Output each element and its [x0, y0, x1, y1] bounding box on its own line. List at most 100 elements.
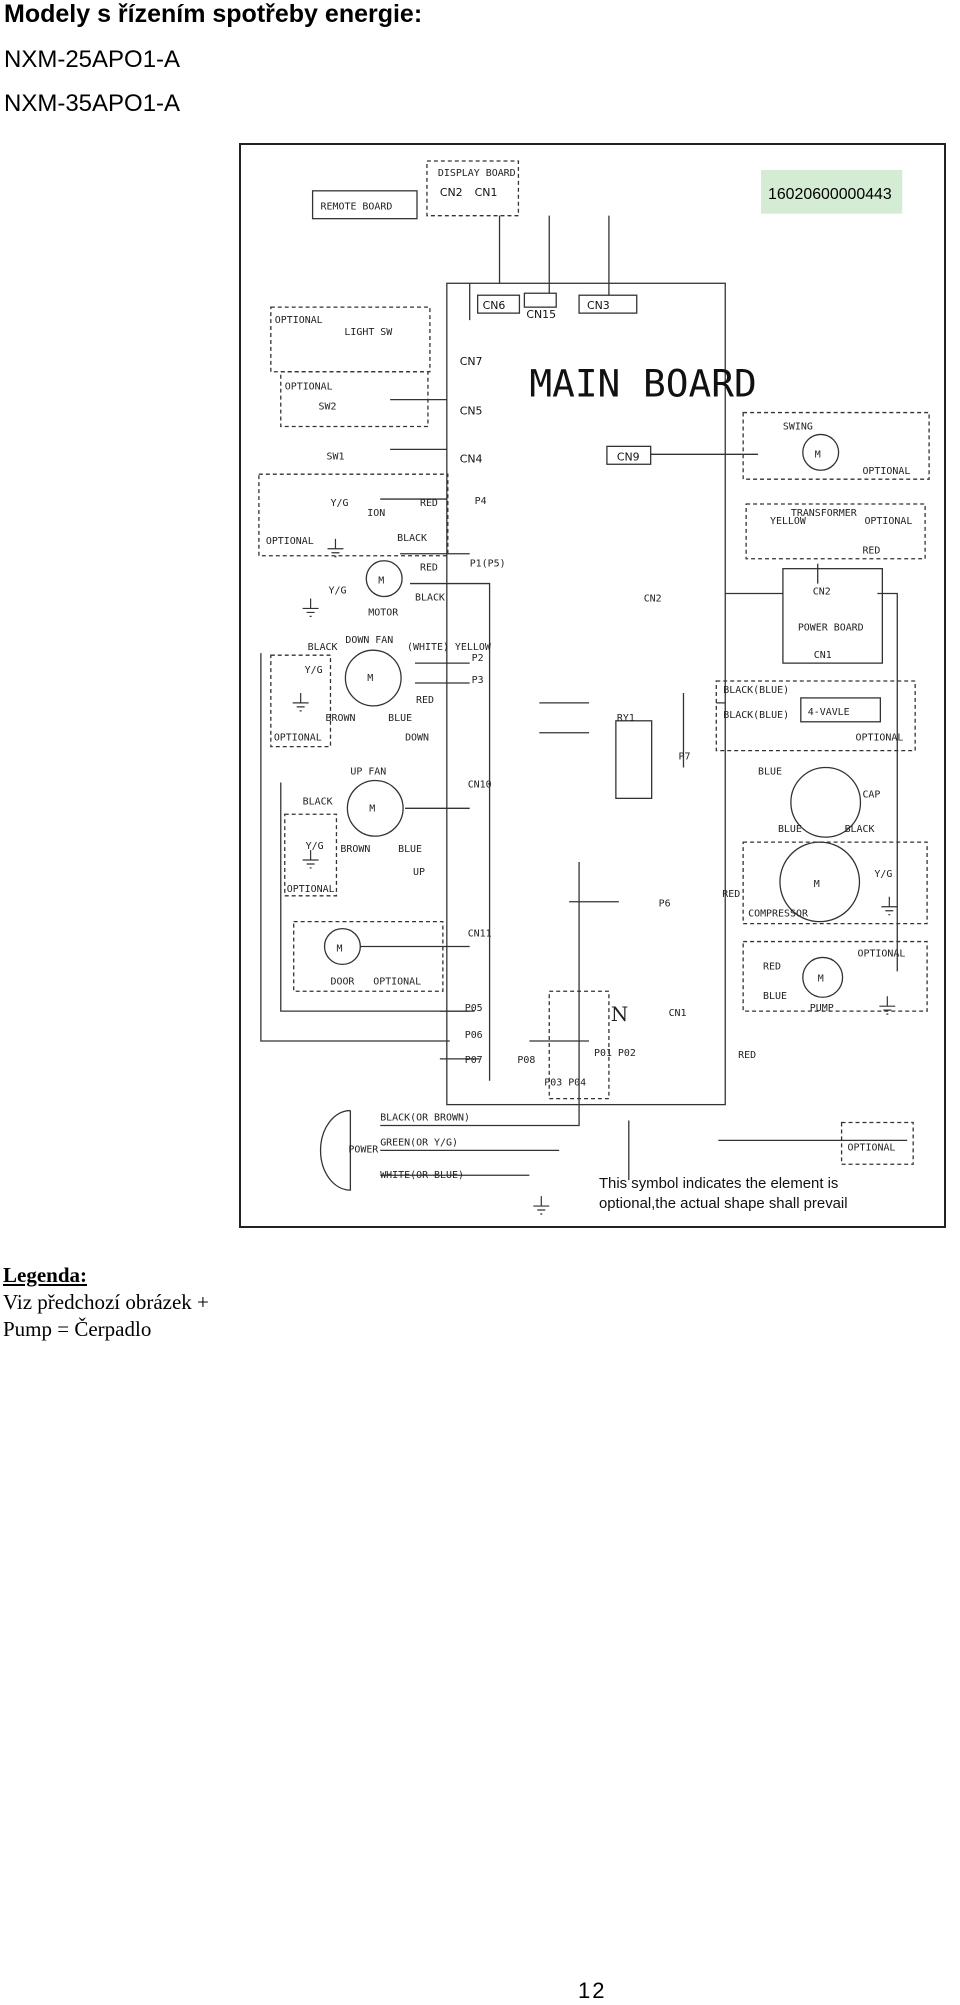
page-title: Modely s řízením spotřeby energie:	[4, 0, 423, 28]
cn2-main-label: CN2	[644, 593, 662, 604]
optional-swing: OPTIONAL	[862, 466, 910, 477]
yellow-label: YELLOW	[770, 516, 806, 527]
cn9-label: CN9	[617, 450, 640, 463]
compressor-label: COMPRESSOR	[748, 909, 808, 920]
downfan-motor-symbol: M	[367, 673, 373, 684]
remote-board-outline	[311, 190, 418, 220]
black-or-brown-label: BLACK(OR BROWN)	[380, 1113, 470, 1124]
upfan-blue-label: BLUE	[398, 844, 422, 855]
pump-red-label: RED	[763, 961, 781, 972]
neutral-label: N	[611, 1003, 628, 1026]
p05-label: P05	[465, 1003, 483, 1014]
p08-label: P08	[517, 1055, 535, 1066]
note-line-1: This symbol indicates the element is	[599, 1176, 838, 1192]
cn15-label: CN15	[526, 308, 556, 321]
cap-label: CAP	[862, 789, 880, 800]
optional-door: OPTIONAL	[373, 976, 421, 987]
power-cn2-label: CN2	[813, 587, 831, 598]
motor-label: MOTOR	[368, 607, 398, 618]
ground-icons	[292, 538, 898, 1215]
optional-downfan: OPTIONAL	[274, 733, 322, 744]
cap-blue-label: BLUE	[758, 766, 782, 777]
cn2-label: CN2	[440, 186, 463, 199]
model-name-2: NXM-35APO1-A	[4, 90, 181, 117]
p07-label: P07	[465, 1055, 483, 1066]
cn6-label: CN6	[483, 299, 506, 312]
cn1-label: CN1	[475, 186, 498, 199]
compressor-yg-label: Y/G	[874, 869, 892, 880]
ion-red-label: RED	[420, 498, 438, 509]
legend-line-2: Pump = Čerpadlo	[3, 1317, 152, 1341]
display-board-label: DISPLAY BOARD	[438, 168, 516, 179]
downfan-red-label: RED	[416, 695, 434, 706]
cn7-label: CN7	[460, 355, 483, 368]
model-name-1: NXM-25APO1-A	[4, 46, 181, 73]
p4-label: P4	[475, 496, 487, 507]
main-board-label: MAIN BOARD	[529, 362, 756, 406]
downfan-blue-label: BLUE	[388, 713, 412, 724]
p06-label: P06	[465, 1030, 483, 1041]
main-board-outline	[446, 282, 726, 1106]
part-number: 16020600000443	[768, 186, 892, 203]
upfan-brown-label: BROWN	[340, 844, 370, 855]
down-label: DOWN	[405, 733, 429, 744]
up-label: UP	[413, 867, 425, 878]
compressor-red-label: RED	[722, 889, 740, 900]
cn1-red-label: RED	[738, 1050, 756, 1061]
light-sw-label: LIGHT SW	[344, 327, 392, 338]
p2-label: P2	[472, 653, 484, 664]
optional-transformer: OPTIONAL	[864, 516, 912, 527]
remote-board-label: REMOTE BOARD	[321, 202, 393, 213]
optional-sw2: OPTIONAL	[285, 382, 333, 393]
p01-p02-label: P01 P02	[594, 1048, 636, 1059]
swing-motor-symbol: M	[815, 449, 821, 460]
cn3-label: CN3	[587, 299, 610, 312]
ion-yg-label: Y/G	[330, 498, 348, 509]
motor-red-label: RED	[420, 563, 438, 574]
door-motor-symbol: M	[336, 943, 342, 954]
green-or-yg-label: GREEN(OR Y/G)	[380, 1137, 458, 1148]
pump-label: PUMP	[810, 1003, 834, 1014]
power-cn1-label: CN1	[814, 650, 832, 661]
note-line-2: optional,the actual shape shall prevail	[599, 1196, 848, 1212]
transformer-label: TRANSFORMER	[791, 508, 857, 519]
ion-black-label: BLACK	[397, 533, 427, 544]
cn10-label: CN10	[468, 779, 492, 790]
four-way-valve-label: 4-VAVLE	[808, 707, 850, 718]
ry1-label: RY1	[617, 713, 635, 724]
cn4-label: CN4	[460, 452, 483, 465]
downfan-black-label: BLACK	[308, 642, 338, 653]
sw2-label: SW2	[319, 402, 337, 413]
optional-valve: OPTIONAL	[856, 733, 904, 744]
power-label: POWER	[348, 1144, 378, 1155]
upfan-motor-symbol: M	[369, 803, 375, 814]
upfan-yg-label: Y/G	[306, 841, 324, 852]
p1-label: P1(P5)	[470, 559, 506, 570]
swing-label: SWING	[783, 421, 813, 432]
legend-line-1: Viz předchozí obrázek +	[3, 1290, 209, 1314]
optional-light: OPTIONAL	[275, 315, 323, 326]
pump-blue-label: BLUE	[763, 991, 787, 1002]
p6-label: P6	[659, 899, 671, 910]
p3-label: P3	[472, 675, 484, 686]
motor-black-label: BLACK	[415, 592, 445, 603]
optional-pump: OPTIONAL	[857, 948, 905, 959]
down-fan-label: DOWN FAN	[345, 635, 393, 646]
motor-symbol: M	[378, 576, 384, 587]
cn1-bottom-label: CN1	[669, 1008, 687, 1019]
up-fan-label: UP FAN	[350, 766, 386, 777]
compressor-blue-label: BLUE	[778, 824, 802, 835]
wiring-diagram: DISPLAY BOARD CN2 CN1 REMOTE BOARD 16020…	[239, 143, 946, 1228]
power-board-label: POWER BOARD	[798, 622, 864, 633]
wiring-diagram-svg: DISPLAY BOARD CN2 CN1 REMOTE BOARD 16020…	[258, 160, 930, 1215]
optional-upfan: OPTIONAL	[287, 884, 335, 895]
upfan-black-label: BLACK	[303, 796, 333, 807]
white-yellow-label: (WHITE) YELLOW	[407, 642, 491, 653]
downfan-brown-label: BROWN	[326, 713, 356, 724]
page-number: 12	[578, 1978, 607, 2003]
compressor-black-label: BLACK	[845, 824, 875, 835]
downfan-yg-label: Y/G	[305, 665, 323, 676]
optional-note-box: OPTIONAL	[848, 1142, 896, 1153]
cn11-label: CN11	[468, 929, 492, 940]
compressor-motor-symbol: M	[814, 879, 820, 890]
